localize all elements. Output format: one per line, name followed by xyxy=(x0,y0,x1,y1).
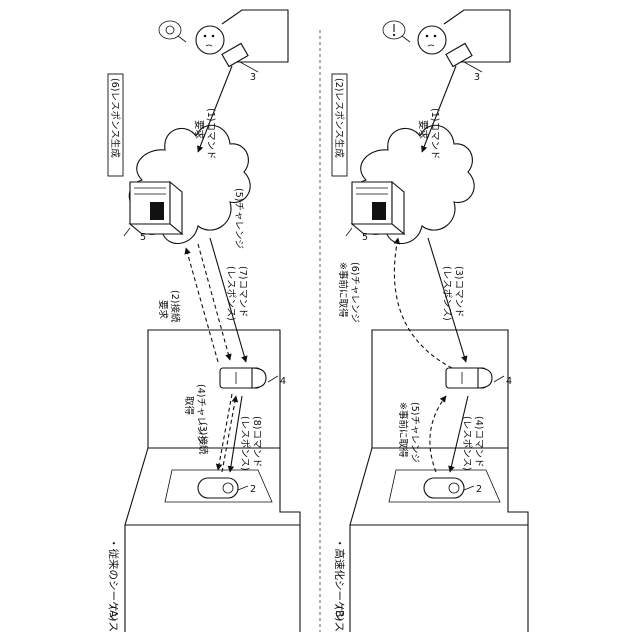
panel-a: (1)コマンド 要求 (6)レスポンス生成 (5)チャレンジ (2)接続 要求 … xyxy=(107,10,300,632)
ref-phone-b: 3 xyxy=(474,72,480,83)
svg-text:要求: 要求 xyxy=(193,120,205,140)
arrow-connect-request-a xyxy=(186,248,218,362)
svg-text:(レスポンス): (レスポンス) xyxy=(461,416,472,471)
ref-lock-b: 2 xyxy=(476,484,482,495)
svg-text:(5)チャレンジ: (5)チャレンジ xyxy=(409,402,420,463)
ref-server-b: 5 xyxy=(362,232,368,243)
svg-text:(6)チャレンジ: (6)チャレンジ xyxy=(349,262,360,323)
svg-text:要求: 要求 xyxy=(157,300,169,320)
ref-hub-a: 4 xyxy=(280,376,286,387)
label-command-response-8-a: (8)コマンド (レスポンス) xyxy=(239,416,262,471)
svg-text:(7)コマンド: (7)コマンド xyxy=(237,266,248,317)
hub-icon xyxy=(446,368,492,388)
panel-a-label: (A) xyxy=(107,606,119,621)
label-connect-request-a: (2)接続 要求 xyxy=(157,290,181,323)
panel-b-label: (B) xyxy=(333,606,345,621)
svg-text:(2)接続: (2)接続 xyxy=(169,290,181,323)
svg-text:(レスポンス): (レスポンス) xyxy=(239,416,250,471)
hub-icon xyxy=(220,368,266,388)
svg-text:※事前に取得: ※事前に取得 xyxy=(337,262,349,318)
smart-lock-icon xyxy=(198,478,238,498)
svg-text:(1)コマンド: (1)コマンド xyxy=(205,108,216,159)
svg-text:(レスポンス): (レスポンス) xyxy=(441,266,452,321)
label-challenge-a: (5)チャレンジ xyxy=(233,188,244,249)
svg-text:(レスポンス): (レスポンス) xyxy=(225,266,236,321)
label-response-gen-b: (2)レスポンス生成 xyxy=(333,78,345,158)
label-command-response-4-b: (4)コマンド (レスポンス) xyxy=(461,416,484,471)
label-command-response-3-b: (3)コマンド (レスポンス) xyxy=(441,266,464,321)
arrow-connect-a xyxy=(218,394,232,470)
arrow-challenge-5-b xyxy=(430,396,446,472)
label-response-gen-a: (6)レスポンス生成 xyxy=(109,78,121,158)
svg-text:※事前に取得: ※事前に取得 xyxy=(397,402,409,458)
smartphone-icon xyxy=(446,43,472,66)
svg-text:要求: 要求 xyxy=(417,120,429,140)
ref-hub-b: 4 xyxy=(506,376,512,387)
svg-text:(4)コマンド: (4)コマンド xyxy=(473,416,484,467)
svg-text:(8)コマンド: (8)コマンド xyxy=(251,416,262,467)
label-challenge-6-b: (6)チャレンジ ※事前に取得 xyxy=(337,262,360,323)
ref-phone-a: 3 xyxy=(250,72,256,83)
ref-server-a: 5 xyxy=(140,232,146,243)
svg-text:取得: 取得 xyxy=(183,396,195,416)
server-icon xyxy=(352,182,404,234)
svg-text:(1)コマンド: (1)コマンド xyxy=(429,108,440,159)
server-icon xyxy=(130,182,182,234)
label-connect-a: (3)接続 xyxy=(197,422,209,455)
label-challenge-5-b: (5)チャレンジ ※事前に取得 xyxy=(397,402,420,463)
smartphone-icon xyxy=(222,43,248,66)
panel-b: (1)コマンド 要求 (2)レスポンス生成 (6)チャレンジ ※事前に取得 (3… xyxy=(332,10,528,632)
arrow-challenge-get-a xyxy=(222,396,236,472)
ref-lock-a: 2 xyxy=(250,484,256,495)
svg-text:(3)コマンド: (3)コマンド xyxy=(453,266,464,317)
label-command-response-7-a: (7)コマンド (レスポンス) xyxy=(225,266,248,321)
smart-lock-icon xyxy=(424,478,464,498)
